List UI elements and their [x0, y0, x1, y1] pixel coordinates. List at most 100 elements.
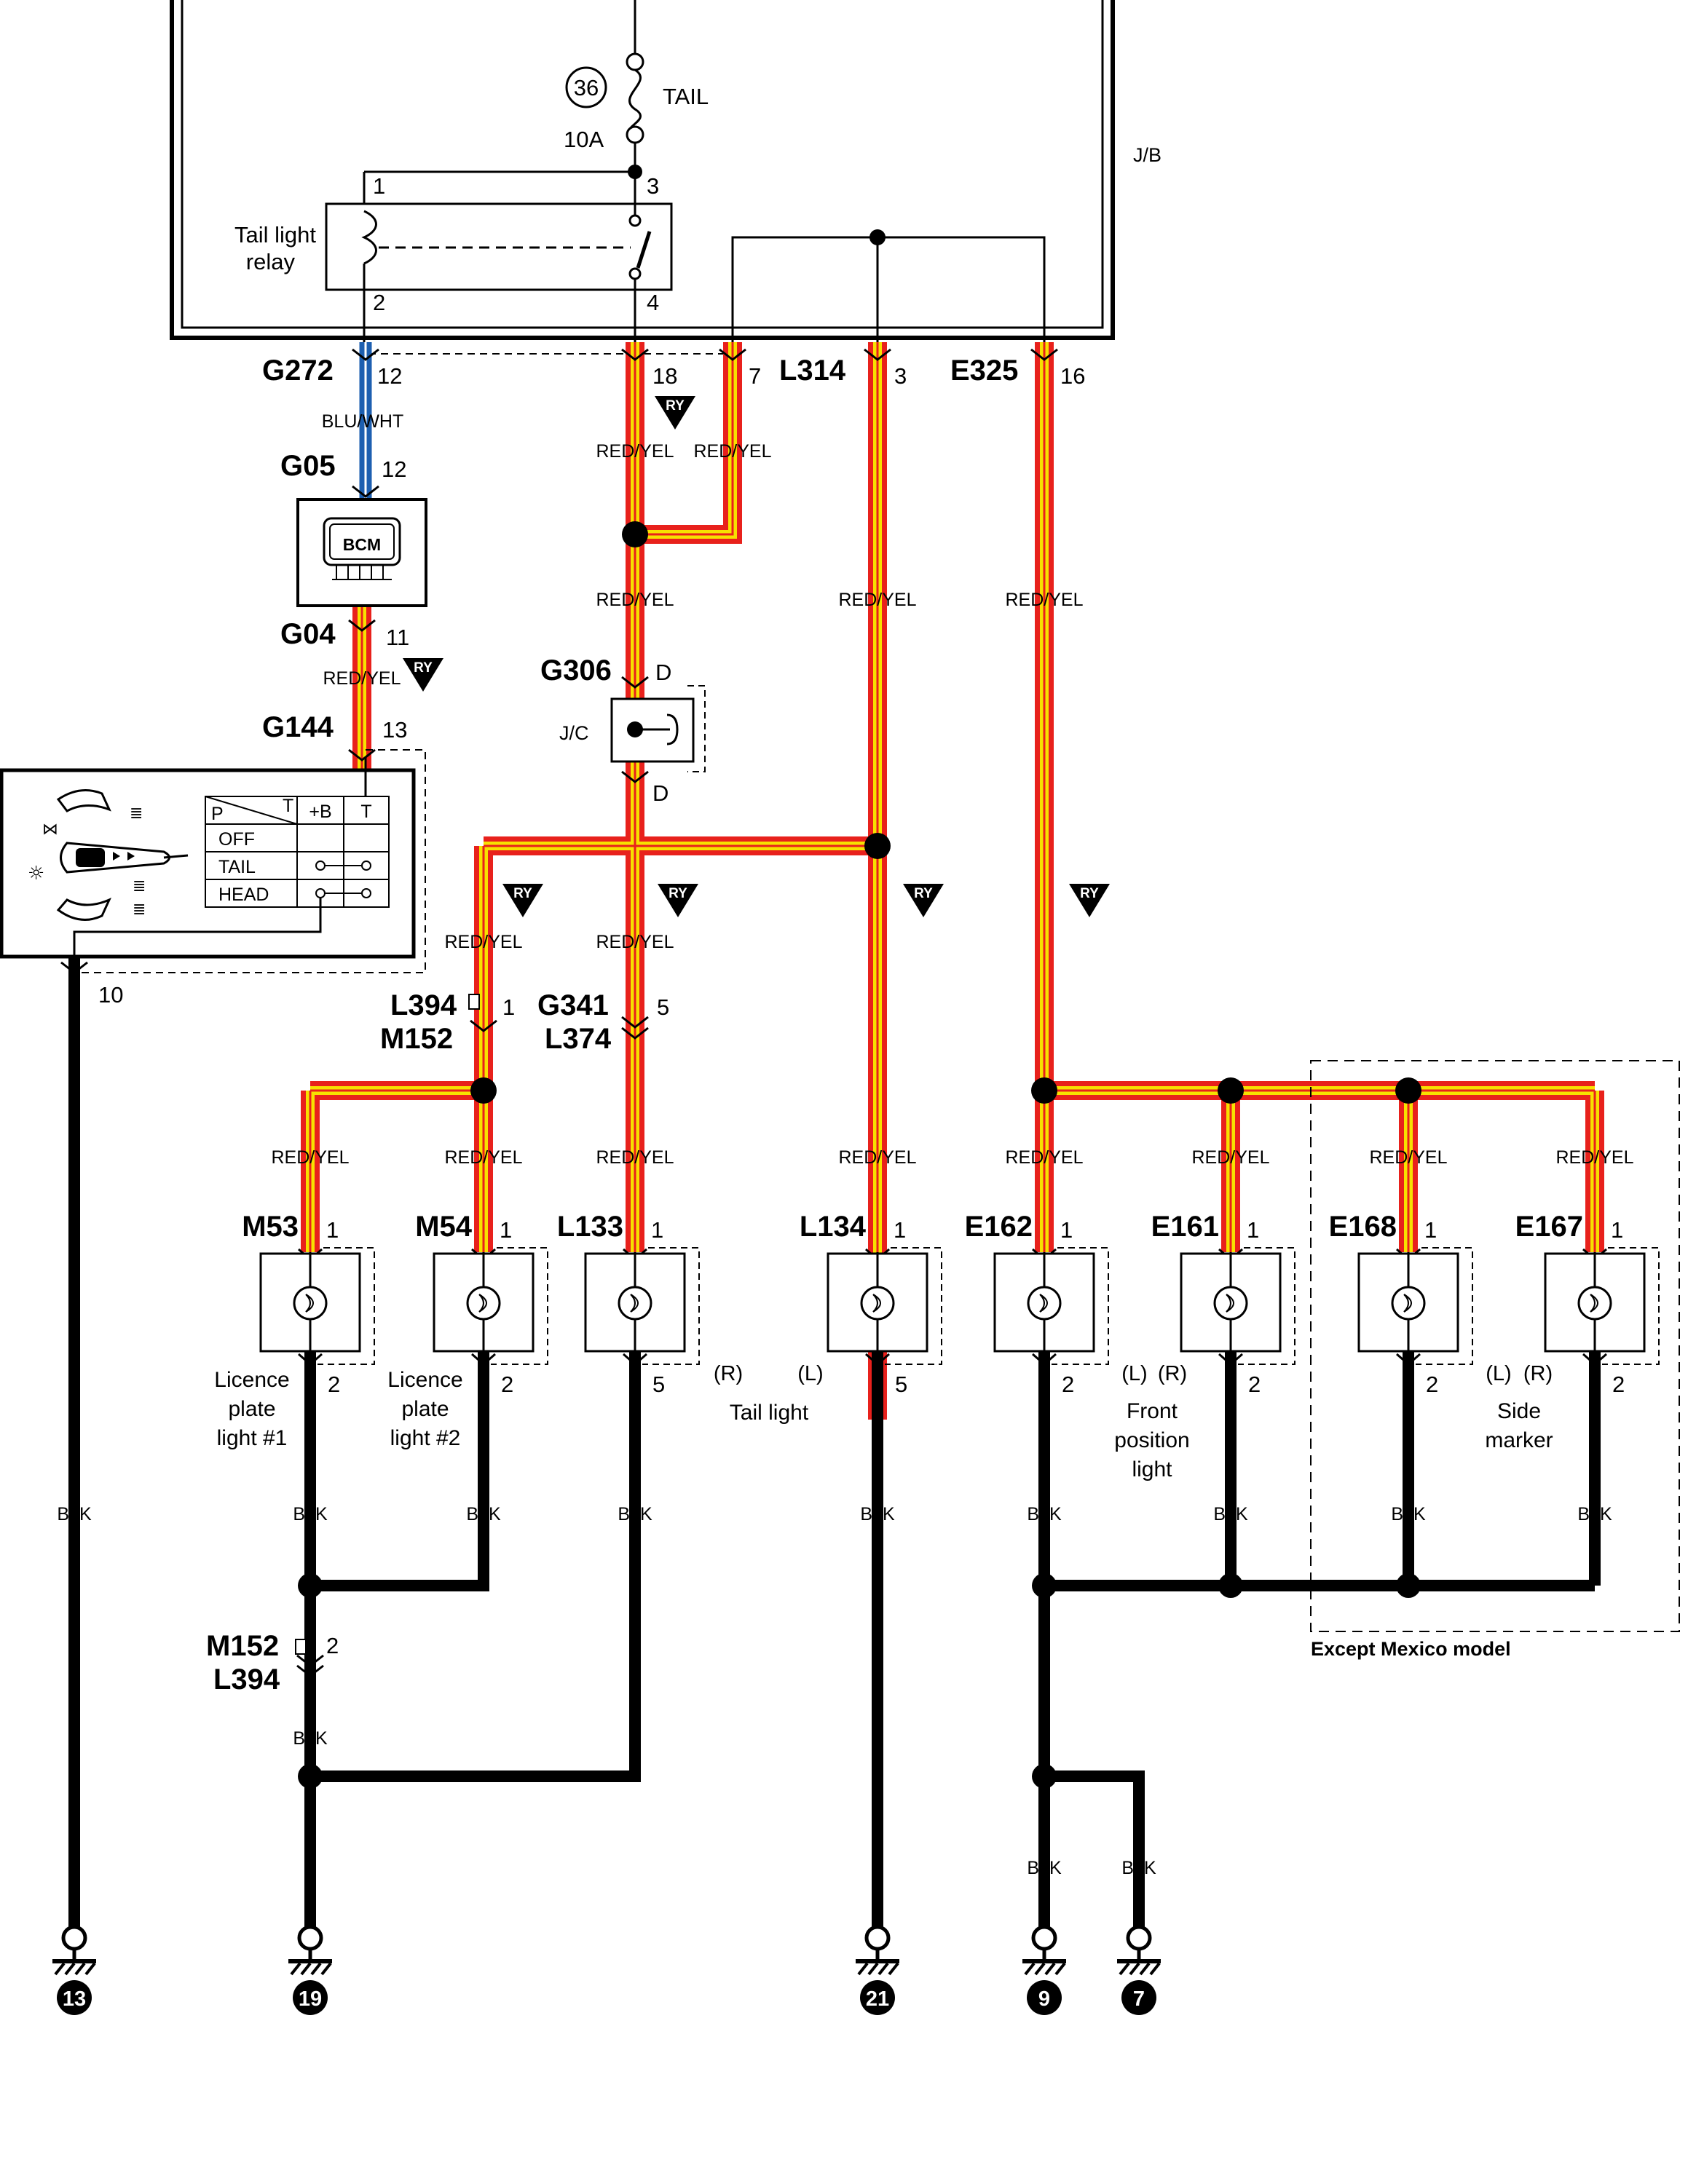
relay-pin-4: 4 — [647, 290, 659, 315]
group-captions: Tail light Front position light Side mar… — [730, 1399, 1553, 1481]
tail-light-relay: Tail light relay 1 2 3 4 — [234, 165, 673, 342]
relay-pin-2: 2 — [373, 290, 385, 315]
splice-dot — [298, 1764, 323, 1789]
ground-number: 13 — [63, 1987, 86, 2011]
relay-pin-1: 1 — [373, 173, 385, 199]
wire-blk — [310, 1337, 489, 1591]
ry-badge: RY — [403, 658, 443, 692]
table-corner-p: P — [211, 804, 224, 824]
ry-badge: RY — [1069, 884, 1110, 917]
ry-badge: RY — [658, 884, 698, 917]
wire-color-label: RED/YEL — [1192, 1147, 1270, 1168]
ry-badge: RY — [502, 884, 543, 917]
lamp-pin-bottom: 2 — [501, 1372, 513, 1397]
wire-color-label: RED/YEL — [445, 932, 523, 952]
lamp-id-e167: E167 — [1515, 1211, 1583, 1243]
tail-light-caption: Tail light — [730, 1401, 809, 1425]
m152-bottom-label: M152 — [206, 1630, 279, 1662]
connector-chevron — [621, 348, 649, 361]
connector-chevron — [1396, 1353, 1421, 1366]
jb-pin-18: 18 — [652, 363, 677, 389]
svg-text:RY: RY — [414, 660, 433, 676]
e325-pin: 16 — [1060, 363, 1085, 389]
connector-chevron — [623, 1353, 647, 1366]
splice-dot — [1031, 1077, 1057, 1104]
wire-color-label: RED/YEL — [596, 590, 674, 610]
wire-color-label: BLK — [1213, 1504, 1248, 1524]
svg-text:RY: RY — [669, 886, 687, 901]
g272-pin: 12 — [377, 363, 402, 389]
lamp-pin-bottom: 5 — [895, 1372, 907, 1397]
lamp-id-l134: L134 — [800, 1211, 867, 1243]
lamp-caption: light #2 — [390, 1426, 461, 1450]
l314-pin: 3 — [894, 363, 907, 389]
svg-text:≣: ≣ — [133, 877, 146, 895]
g144-label: G144 — [262, 711, 334, 743]
joint-connector-g306 — [610, 685, 706, 772]
lamp-pin-bottom: 2 — [1248, 1372, 1261, 1397]
connector-chevron — [1218, 1353, 1243, 1366]
e325-label: E325 — [950, 355, 1018, 387]
connector-chevron — [1582, 1353, 1607, 1366]
lamp-pin-bottom: 2 — [1062, 1372, 1074, 1397]
connector-chevron — [719, 348, 746, 361]
g04-pin: 11 — [386, 625, 409, 650]
lamp-id-m53: M53 — [242, 1211, 299, 1243]
wire-color-label: RED/YEL — [596, 932, 674, 952]
wire-color-label: RED/YEL — [1006, 1147, 1084, 1168]
except-mexico-group: Except Mexico model — [1310, 1060, 1680, 1660]
g144-pin: 13 — [382, 717, 407, 743]
ry-badge: RY — [903, 884, 944, 917]
wire-color-label: BLK — [860, 1504, 895, 1524]
fuse-number: 36 — [574, 75, 599, 100]
splice-dot — [1395, 1077, 1421, 1104]
g341-label: G341 — [537, 989, 609, 1021]
svg-text:RY: RY — [666, 398, 685, 414]
connector-chevron — [348, 619, 376, 632]
g306-pin-bottom: D — [652, 780, 669, 806]
wire-color-label: RED/YEL — [596, 1147, 674, 1168]
table-row-tail: TAIL — [218, 857, 256, 877]
l394-top-label: L394 — [390, 989, 457, 1021]
connector-chevron — [470, 1019, 497, 1032]
svg-text:☼: ☼ — [28, 863, 44, 885]
lamp-pin-top: 1 — [1424, 1217, 1437, 1243]
wire-color-label: RED/YEL — [323, 668, 401, 689]
lamp-id-e161: E161 — [1151, 1211, 1219, 1243]
lamp-pin-top: 1 — [1611, 1217, 1623, 1243]
wire-color-label: RED/YEL — [272, 1147, 350, 1168]
lamp-caption: Licence — [214, 1368, 289, 1392]
connector-chevron — [348, 748, 376, 761]
lamp-pin-bottom: 2 — [1426, 1372, 1438, 1397]
ground-21: 21 — [856, 1925, 899, 2015]
ground-9: 9 — [1022, 1925, 1066, 2015]
wire-color-label: RED/YEL — [839, 590, 917, 610]
connector-chevron — [621, 676, 649, 689]
lamp-pin-top: 1 — [894, 1217, 906, 1243]
wire-color-label: BLK — [466, 1504, 501, 1524]
ground-number: 7 — [1133, 1987, 1145, 2011]
splice-dot — [1032, 1573, 1057, 1598]
fuse-number-badge — [565, 66, 607, 108]
wire-blu-wht — [359, 342, 372, 499]
lamp-pin-top: 1 — [1247, 1217, 1259, 1243]
g05-label: G05 — [280, 450, 336, 482]
bcm-label: BCM — [343, 535, 381, 554]
l374-label: L374 — [545, 1023, 612, 1055]
lamp-caption: plate — [228, 1397, 275, 1421]
connector-chevron — [1032, 1353, 1057, 1366]
fuse-name: TAIL — [663, 84, 709, 109]
wire-color-label: BLK — [618, 1504, 652, 1524]
splice-dot — [298, 1573, 323, 1598]
connector-chevron — [1030, 348, 1058, 361]
ry-badge: RY — [655, 396, 695, 430]
ground-13: 13 — [52, 1925, 96, 2015]
g306-label: G306 — [540, 654, 612, 687]
wire-color-label: RED/YEL — [1370, 1147, 1448, 1168]
lamp-pin-bottom: 2 — [1612, 1372, 1625, 1397]
jb-internal-bus — [731, 229, 1046, 342]
